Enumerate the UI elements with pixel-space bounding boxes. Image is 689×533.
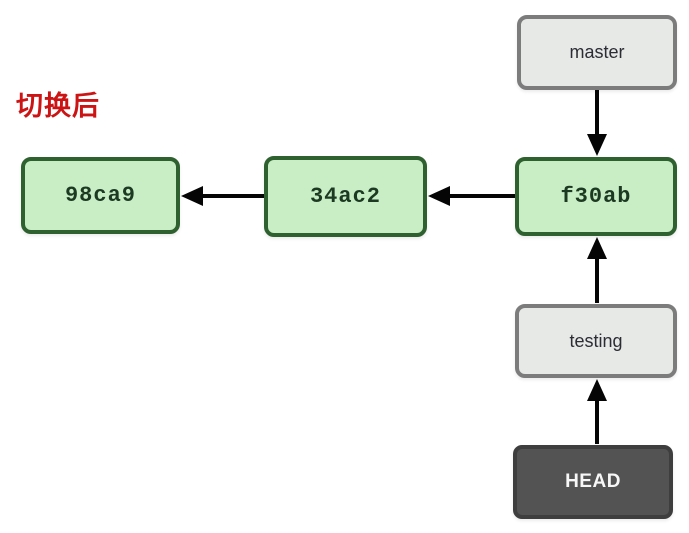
arrow-shaft: [595, 90, 599, 134]
commit-node-34ac2: 34ac2: [264, 156, 427, 237]
arrowhead-down-icon: [587, 134, 607, 156]
arrowhead-left-icon: [181, 186, 203, 206]
arrow-34ac2-to-98ca9: [181, 186, 264, 206]
arrow-f30ab-to-34ac2: [428, 186, 515, 206]
arrow-shaft: [595, 401, 599, 444]
commit-hash-label: 34ac2: [309, 184, 381, 209]
arrow-shaft: [203, 194, 264, 198]
arrow-shaft: [595, 259, 599, 303]
arrow-testing-to-f30ab: [587, 237, 607, 303]
branch-node-master: master: [517, 15, 677, 90]
branch-name-label: master: [569, 42, 625, 62]
arrow-head-to-testing: [587, 379, 607, 444]
arrow-master-to-f30ab: [587, 90, 607, 156]
arrowhead-up-icon: [587, 379, 607, 401]
arrowhead-up-icon: [587, 237, 607, 259]
commit-hash-label: f30ab: [560, 184, 632, 209]
commit-node-98ca9: 98ca9: [21, 157, 180, 234]
arrow-shaft: [450, 194, 515, 198]
caption-after-switch: 切换后: [16, 91, 100, 121]
head-node: HEAD: [513, 445, 673, 519]
branch-name-label: testing: [569, 330, 623, 351]
commit-node-f30ab: f30ab: [515, 157, 677, 236]
head-label: HEAD: [565, 471, 621, 492]
commit-hash-label: 98ca9: [64, 183, 136, 208]
branch-node-testing: testing: [515, 304, 677, 378]
arrowhead-left-icon: [428, 186, 450, 206]
